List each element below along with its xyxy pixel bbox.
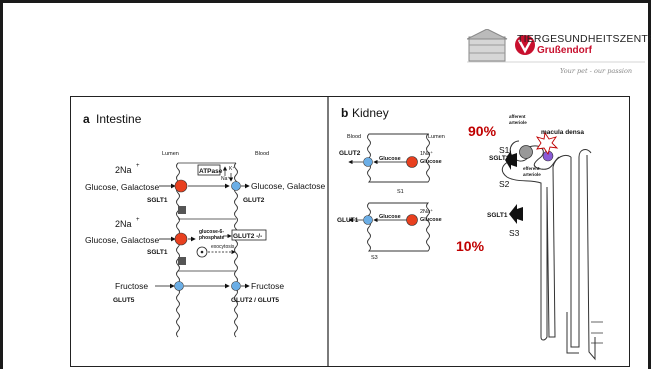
panel-a-title: Intestine [96,112,142,126]
glut2-transporter [231,181,241,191]
glut2-glut5-label: GLUT2 / GLUT5 [231,297,279,304]
efferent-label: efferent [523,166,540,171]
glut2-ko-label: GLUT2 -/- [233,233,262,240]
glut2-label: GLUT2 [243,197,265,204]
glut5-label: GLUT5 [113,297,135,304]
na2-label-2: 2Na [115,219,132,229]
sglt1-label-2: SGLT1 [147,249,168,256]
macula-densa-star [535,131,559,156]
s1-glucose-inside: Glucose [379,156,401,162]
s3-cell-label: S3 [371,255,378,261]
s1-segment-label: S1 [499,145,510,155]
efferent-arteriole-label: arteriole [523,172,541,177]
atpase-label: ATPase [199,168,223,175]
na-ion-label: Na⁺ [221,176,230,182]
exocytosis-label: exocytosis [211,244,235,250]
nephron-drawing [501,140,603,361]
glucose-galactose-lumen-1: Glucose, Galactose [85,182,159,192]
kidney-blood-label: Blood [347,134,361,140]
s3-glucose-inside: Glucose [379,214,401,220]
s1-cell-label: S1 [397,189,404,195]
s2-segment-label: S2 [499,179,510,189]
glucose-galactose-blood: Glucose, Galactose [251,181,325,191]
glut1-transporter [363,215,373,225]
logo-town: Grußendorf [537,45,592,56]
g6p-label-2: phosphate [199,235,224,241]
panel-b-title: Kidney [352,106,389,120]
s1-glucose-lumen: Glucose [420,159,442,165]
panel-a-letter: a [83,112,90,126]
glut2-kidney-transporter [363,157,373,167]
logo-brand: TIERGESUNDHEITSZENTRUM [517,33,651,45]
glut1-label: GLUT1 [337,217,359,224]
macula-densa-label: macula densa [541,129,584,136]
lumen-label: Lumen [162,151,179,157]
afferent-label: afferent [509,114,526,119]
sglt2-cell-transporter [406,156,418,168]
tight-junction-1 [178,206,186,214]
tight-junction-2 [178,257,186,265]
glomerulus [519,145,533,159]
slide: TIERGESUNDHEITSZENTRUM Grußendorf Your p… [3,3,651,369]
na1-label: 1Na⁺ [420,150,433,157]
glut2-ko-box [231,229,267,241]
panel-a-intestine: a Intestine Lumen Blood 2Na + Glucose, G… [83,112,325,338]
kidney-lumen-label: Lumen [428,134,445,140]
atpase-box [197,164,221,176]
sglt1-transporter-1 [174,179,188,193]
plus-1: + [136,163,140,169]
clinic-logo: TIERGESUNDHEITSZENTRUM Grußendorf Your p… [467,29,651,79]
blood-label: Blood [255,151,269,157]
sglt2-arrow-label: SGLT2 [489,155,510,162]
glut2-glut5-transporter [231,281,241,291]
na2-label-1: 2Na [115,165,132,175]
apical-membrane [176,162,180,338]
fructose-lumen: Fructose [115,281,148,291]
glut5-transporter [174,281,184,291]
s3-segment-label: S3 [509,228,520,238]
glucose-galactose-lumen-2: Glucose, Galactose [85,235,159,245]
plus-2: + [136,217,140,223]
sglt1-arrow [509,204,523,224]
sglt1-label-1: SGLT1 [147,197,168,204]
s3-glucose-lumen: Glucose [420,217,442,223]
percent-10: 10% [456,238,485,254]
k-ion-label: K⁺ [229,166,235,172]
g6p-label-1: glucose-6- [199,229,224,235]
sglt1-transporter-2 [174,232,188,246]
panel-b-kidney: b Kidney Blood Lumen S1 GLUT2 Glucose 1N… [337,106,603,361]
afferent-arteriole-label: arteriole [509,120,527,125]
sglt1-cell-transporter [406,214,418,226]
transport-figure: a Intestine Lumen Blood 2Na + Glucose, G… [70,96,630,367]
logo-tagline: Your pet - our passion [560,67,633,75]
na2-kidney-label: 2Na⁺ [420,208,433,215]
percent-90: 90% [468,123,497,139]
figure-svg: a Intestine Lumen Blood 2Na + Glucose, G… [83,97,603,366]
sglt1-arrow-label: SGLT1 [487,212,508,219]
sglt2-arrow [505,150,517,170]
logo-graphic [467,29,645,63]
panel-b-letter: b [341,106,348,120]
glut2-kidney-label: GLUT2 [339,150,361,157]
fructose-blood: Fructose [251,281,284,291]
s1-cell [367,133,430,183]
